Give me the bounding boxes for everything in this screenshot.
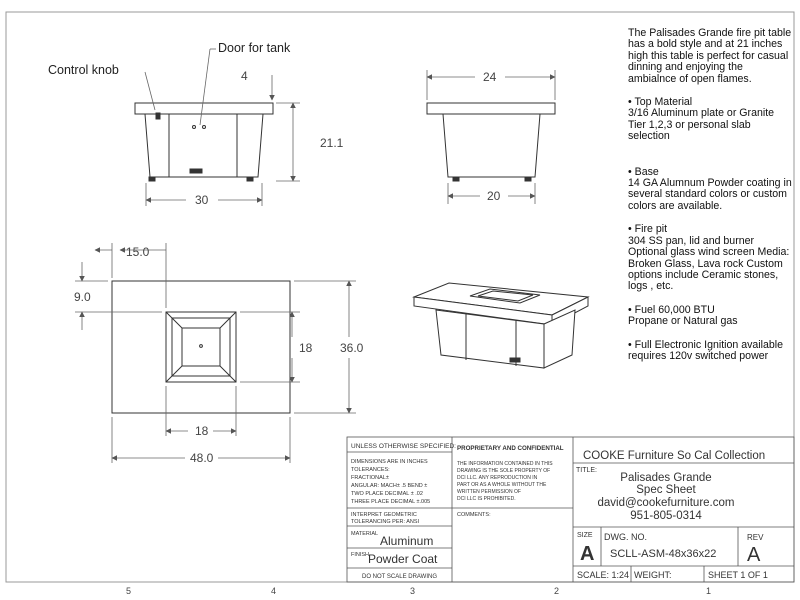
- tb-dwg-value: SCLL-ASM-48x36x22: [610, 548, 716, 560]
- dim-front-base-width: 30: [195, 193, 209, 207]
- tb-dwg-label: DWG. NO.: [604, 532, 647, 542]
- notes-fuel-title: • Fuel 60,000 BTU: [628, 303, 715, 316]
- tb-unless-specified: UNLESS OTHERWISE SPECIFIED:: [351, 443, 456, 450]
- tb-title-label: TITLE:: [576, 467, 597, 474]
- dim-plan-outer-height: 36.0: [340, 341, 364, 355]
- callout-control-knob: Control knob: [48, 63, 119, 77]
- tb-two-place: TWO PLACE DECIMAL ± .02: [351, 491, 423, 497]
- dim-plan-offset-x: 15.0: [126, 245, 150, 259]
- zone-label: 1: [706, 586, 712, 596]
- dim-front-top-thickness: 4: [241, 69, 248, 83]
- plan-dimension-lines: [75, 243, 356, 463]
- tb-prop-3: DCI LLC. ANY REPRODUCTION IN: [457, 475, 538, 481]
- tb-interpret-1: INTERPRET GEOMETRIC: [351, 512, 417, 518]
- tb-comments-label: COMMENTS:: [457, 512, 491, 518]
- tb-dims-inches: DIMENSIONS ARE IN INCHES: [351, 459, 428, 465]
- tb-finish-value: Powder Coat: [368, 552, 438, 566]
- zone-label: 3: [410, 586, 416, 596]
- front-view: [134, 102, 274, 182]
- notes-firepit-title: • Fire pit: [628, 223, 668, 236]
- notes-top-title: • Top Material: [628, 96, 693, 109]
- dim-plan-inner-height: 18: [299, 341, 313, 355]
- tb-title-line2: Spec Sheet: [636, 484, 696, 496]
- side-view: [426, 102, 556, 182]
- notes-firepit-body: 304 SS pan, lid and burner Optional glas…: [628, 234, 790, 293]
- tb-tolerances: TOLERANCES:: [351, 467, 390, 473]
- tb-sheet: SHEET 1 OF 1: [708, 570, 768, 580]
- tb-weight: WEIGHT:: [634, 570, 672, 580]
- title-block-lines: [346, 436, 795, 583]
- tb-title-line1: Palisades Grande: [620, 472, 711, 484]
- tb-material-value: Aluminum: [380, 534, 433, 548]
- side-dimension-lines: [426, 70, 556, 204]
- isometric-view: [412, 282, 590, 369]
- tb-finish-label: FINISH: [351, 552, 369, 558]
- notes-base-body: 14 GA Alumnum Powder coating in several …: [628, 177, 792, 212]
- tb-prop-2: DRAWING IS THE SOLE PROPERTY OF: [457, 468, 550, 474]
- dim-side-base-width: 20: [487, 189, 501, 203]
- tb-do-not-scale: DO NOT SCALE DRAWING: [362, 574, 437, 580]
- tb-scale: SCALE: 1:24: [577, 570, 629, 580]
- tb-fractional: FRACTIONAL±: [351, 475, 389, 481]
- tb-email: david@cookefurniture.com: [598, 497, 735, 509]
- tb-proprietary-title: PROPRIETARY AND CONFIDENTIAL: [457, 445, 564, 452]
- callout-door-for-tank: Door for tank: [218, 41, 291, 55]
- tb-phone: 951-805-0314: [630, 510, 702, 522]
- notes-base-title: • Base: [628, 165, 659, 178]
- tb-size-label: SIZE: [577, 532, 593, 539]
- dim-plan-outer-width: 48.0: [190, 451, 214, 465]
- dim-front-height: 21.1: [320, 136, 344, 150]
- tb-prop-5: WRITTEN PERMISSION OF: [457, 489, 521, 495]
- tb-three-place: THREE PLACE DECIMAL ±.005: [351, 499, 430, 505]
- zone-label: 2: [554, 586, 560, 596]
- tb-prop-6: DCI LLC IS PROHIBITED.: [457, 496, 516, 502]
- tb-size-value: A: [580, 543, 594, 565]
- tb-rev-label: REV: [747, 533, 764, 542]
- tb-company: COOKE Furniture So Cal Collection: [583, 450, 765, 462]
- notes-top-body: 3/16 Aluminum plate or Granite Tier 1,2,…: [628, 107, 775, 143]
- notes-fuel-body: Propane or Natural gas: [628, 315, 738, 328]
- front-dimension-lines: [144, 48, 300, 206]
- spec-notes: The Palisades Grande fire pit table has …: [628, 27, 793, 362]
- tb-rev-value: A: [747, 544, 761, 566]
- tb-interpret-2: TOLERANCING PER: ANSI: [351, 519, 420, 525]
- tb-angular: ANGULAR: MACH± .5 BEND ±: [351, 483, 427, 489]
- dim-plan-offset-y: 9.0: [74, 290, 91, 304]
- notes-intro: The Palisades Grande fire pit table has …: [628, 27, 792, 85]
- tb-material-label: MATERIAL: [351, 531, 378, 537]
- zone-label: 4: [271, 586, 277, 596]
- tb-prop-4: PART OR AS A WHOLE WITHOUT THE: [457, 482, 547, 488]
- dim-side-top-width: 24: [483, 70, 497, 84]
- dim-plan-inner-width: 18: [195, 424, 209, 438]
- notes-ignition-title: • Full Electronic Ignition available: [628, 338, 784, 351]
- zone-label: 5: [126, 586, 132, 596]
- tb-prop-1: THE INFORMATION CONTAINED IN THIS: [457, 461, 553, 467]
- plan-view: [111, 280, 291, 414]
- notes-ignition-body: requires 120v switched power: [628, 349, 769, 362]
